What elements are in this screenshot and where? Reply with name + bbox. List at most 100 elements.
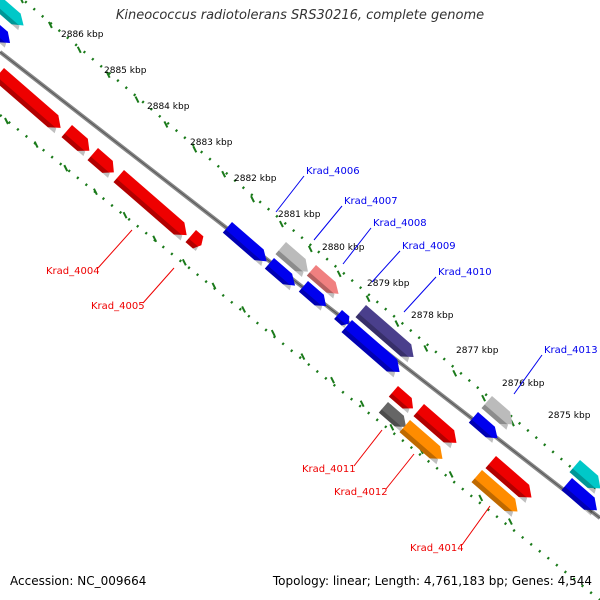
gene-Krad_4009a-shade (298, 288, 323, 311)
gene-Krad_4008-body (306, 265, 339, 294)
gene-Krad_4005-shade (185, 238, 199, 251)
gene-blue-right-shade (561, 486, 593, 516)
ruler-tick (192, 145, 198, 153)
gene-Krad_4009b-shade (334, 316, 347, 328)
gene-Krad_4006-body (222, 222, 267, 262)
gene-Krad_4012-shade (399, 428, 439, 465)
ruler-tick (365, 295, 371, 303)
gene-Krad_4004a (0, 68, 61, 134)
gene-Krad_4006-shade (222, 229, 263, 267)
callout-label-Krad_4004: Krad_4004 (46, 266, 100, 277)
gene-Krad_4011c (413, 404, 457, 449)
gene-Krad_4004b-shade (61, 133, 86, 157)
callout-label-Krad_4006: Krad_4006 (306, 166, 360, 177)
gene-Krad_4006b (264, 258, 296, 291)
ruler-tick (152, 235, 158, 243)
ruler-tick (47, 21, 53, 29)
gene-Krad_4010-shade (355, 313, 410, 363)
backbone-core (0, 51, 600, 519)
ruler-tick (279, 220, 284, 228)
ruler-tick (181, 258, 187, 266)
gene-Krad_4014a-body (485, 456, 532, 498)
callout-line-Krad_4004 (97, 229, 133, 269)
gene-Krad_4011a-body (388, 386, 414, 409)
callout-line-Krad_4014 (461, 505, 491, 546)
gene-Krad_4013a (481, 396, 513, 430)
gene-Krad_4009b (334, 310, 350, 328)
ruler-tick (105, 71, 111, 79)
gene-Krad_4004d (113, 170, 187, 241)
ruler-tick (76, 46, 82, 54)
ruler-tick (93, 188, 98, 196)
gene-Krad_4014a-shade (485, 464, 528, 503)
gene-Krad_4004a-body (0, 68, 61, 128)
gene-callouts: Krad_4006Krad_4007Krad_4008Krad_4009Krad… (46, 166, 598, 554)
gene-Krad_4007-shade (275, 250, 304, 278)
callout-label-Krad_4009: Krad_4009 (402, 241, 456, 252)
ruler-tick (4, 117, 9, 125)
ruler-tick (336, 270, 342, 278)
tick-label: 2878 kbp (411, 311, 454, 321)
gene-Krad_4008 (306, 265, 339, 299)
gene-Krad_4006 (222, 222, 267, 267)
gene-Krad_4011b-shade (378, 409, 403, 432)
callout-line-Krad_4010 (403, 276, 437, 313)
gene-Krad_4004b (61, 125, 90, 157)
tick-label: 2880 kbp (322, 243, 365, 253)
tick-label: 2884 kbp (147, 102, 190, 112)
gene-Krad_4011a-shade (388, 393, 410, 414)
callout-label-Krad_4011: Krad_4011 (302, 464, 356, 475)
gene-Krad_4013b (468, 412, 498, 443)
ruler-tick (423, 345, 429, 352)
gene-Krad_4013b-shade (468, 419, 494, 443)
gene-Krad_4013a-shade (481, 404, 509, 430)
ruler-tick (448, 470, 454, 478)
gene-Krad_4005-body (185, 230, 204, 249)
gene-Krad_4009a (298, 281, 327, 311)
gene-Krad_4012-body (399, 420, 443, 459)
callout-line-Krad_4006 (275, 175, 305, 213)
gene-Krad_4011c-body (413, 404, 457, 443)
callout-label-Krad_4013: Krad_4013 (544, 345, 598, 356)
gene-Krad_4011b-body (378, 402, 407, 427)
accession-text: Accession: NC_009664 (10, 574, 147, 588)
gene-Krad_4006b-shade (264, 265, 291, 291)
ruler-tick (394, 320, 400, 328)
callout-line-Krad_4011 (353, 429, 383, 467)
genome-backbone (0, 50, 600, 520)
ruler-tick (359, 400, 365, 408)
ruler-tick (122, 211, 128, 219)
ruler-tick (330, 376, 335, 384)
callout-line-Krad_4009 (371, 250, 401, 283)
gene-Krad_4007 (275, 242, 308, 278)
gene-Krad_4014b (471, 470, 518, 517)
gene-cyan-top (0, 0, 24, 31)
gene-Krad_4004d-body (113, 170, 187, 236)
topology-text: Topology: linear; Length: 4,761,183 bp; … (272, 574, 592, 588)
gene-Krad_4010b-body (341, 320, 400, 372)
gene-Krad_4004c (87, 148, 114, 178)
ruler-tick (507, 518, 513, 525)
gene-cyan-top-shade (0, 1, 20, 31)
callout-label-Krad_4010: Krad_4010 (438, 267, 492, 278)
ruler-tick (63, 164, 69, 172)
tick-label: 2886 kbp (61, 30, 104, 40)
ruler-tick (221, 170, 227, 178)
gene-blue-topleft-shade (0, 25, 7, 48)
gene-Krad_4011c-shade (413, 412, 453, 449)
gene-Krad_4014a (485, 456, 532, 503)
gene-Krad_4014b-shade (471, 478, 514, 517)
ruler-tick (33, 141, 39, 149)
ruler-tick (241, 306, 247, 313)
tick-label: 2883 kbp (190, 138, 233, 148)
gene-blue-topleft (0, 18, 11, 48)
gene-cyan-right (569, 460, 600, 494)
gene-Krad_4010b-shade (341, 328, 396, 378)
gene-Krad_4013a-body (481, 396, 513, 425)
gene-Krad_4005 (185, 230, 204, 251)
gene-Krad_4012 (399, 420, 443, 465)
ruler-tick (163, 121, 169, 128)
gene-Krad_4008-shade (306, 272, 335, 299)
